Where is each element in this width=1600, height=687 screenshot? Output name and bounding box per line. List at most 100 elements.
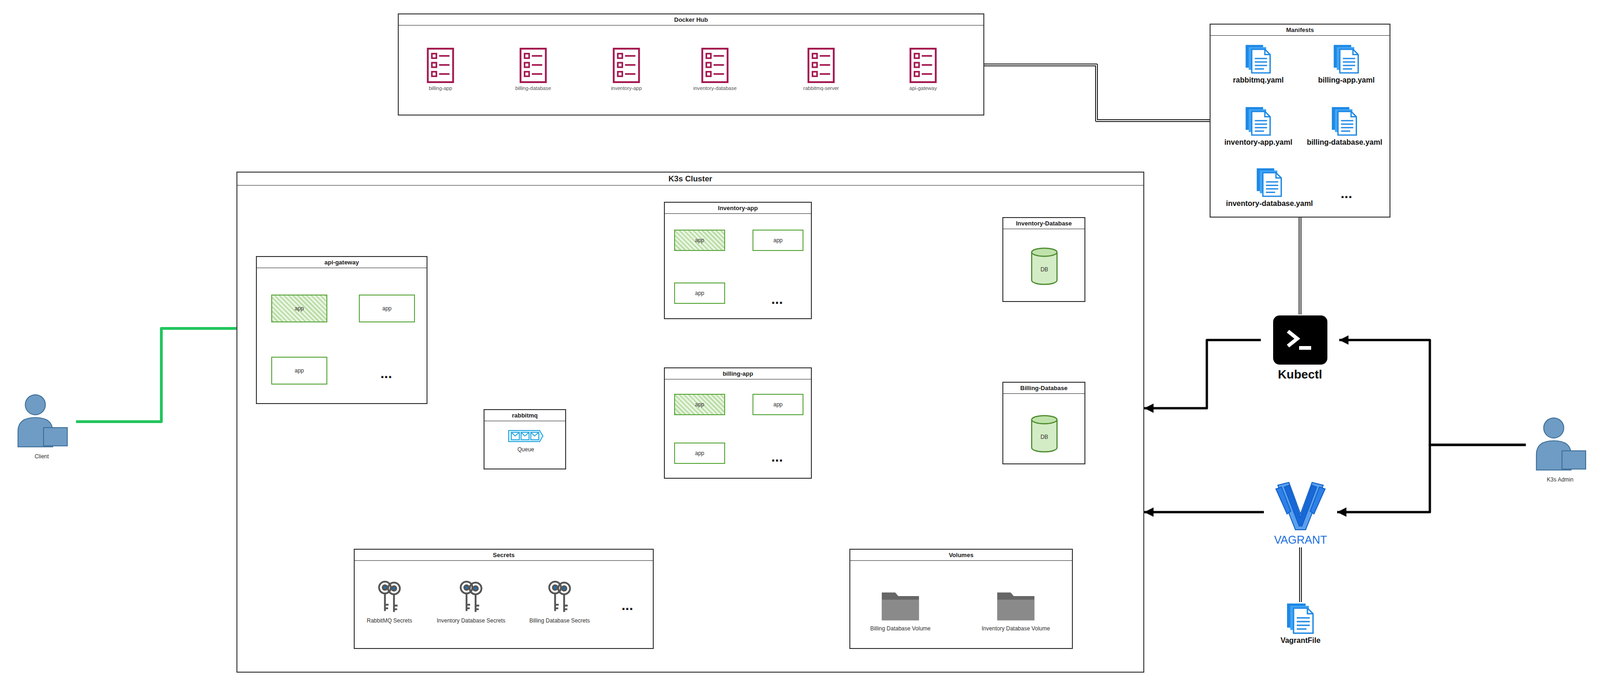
- kubectl-icon: [1261, 314, 1340, 366]
- item-label: billing-database: [496, 47, 570, 91]
- key-icon: [357, 579, 422, 616]
- item-label: api-gateway: [886, 47, 960, 91]
- file-icon: [1302, 43, 1390, 75]
- item-label: Inventory Database Volume: [967, 586, 1065, 632]
- pod-label: app: [694, 289, 705, 297]
- connector-line: [1299, 547, 1302, 602]
- connector-line: [1144, 510, 1264, 514]
- app-pod: app: [271, 294, 328, 323]
- app-pod: app: [674, 229, 726, 251]
- doc-item: inventory-app: [589, 47, 663, 100]
- connector-line: [76, 328, 256, 422]
- item-label: K3s Admin: [1525, 414, 1595, 483]
- ellipsis-mark: ...: [771, 448, 783, 465]
- folder-item: Inventory Database Volume: [967, 586, 1065, 641]
- pod-label: app: [773, 401, 783, 408]
- app-pod: app: [674, 442, 726, 464]
- flow-arrow: [1339, 339, 1527, 445]
- item-label: inventory-app.yaml: [1214, 105, 1302, 147]
- pod-label: app: [694, 401, 705, 408]
- doc-icon: [678, 47, 752, 84]
- item-label: Client: [7, 391, 77, 460]
- group-panel: VolumesBilling Database VolumeInventory …: [849, 548, 1073, 649]
- group-panel: api-gateway app app app...: [255, 255, 428, 404]
- key-item: Inventory Database Secrets: [425, 579, 517, 633]
- panel-title: billing-app: [664, 368, 811, 380]
- db-label: DB: [1040, 427, 1049, 440]
- doc-item: billing-app: [403, 47, 478, 100]
- item-label: billing-database.yaml: [1300, 105, 1389, 147]
- pod-label: app: [773, 236, 783, 244]
- connector-inner: [1299, 217, 1301, 315]
- doc-icon: [886, 47, 960, 84]
- vagrant-item: VAGRANT: [1263, 481, 1338, 548]
- doc-item: api-gateway: [886, 47, 960, 100]
- database-cylinder: DB: [1030, 246, 1059, 286]
- item-label: billing-app.yaml: [1302, 43, 1390, 85]
- vagrant-icon: [1263, 481, 1338, 532]
- file-item: inventory-app.yaml: [1214, 105, 1302, 153]
- group-panel: Inventory-app app app app...: [663, 201, 812, 319]
- item-label: inventory-database.yaml: [1221, 166, 1318, 208]
- item-label: billing-app: [403, 47, 478, 91]
- pod-label: app: [382, 305, 392, 312]
- group-panel: Inventory-DatabaseDB: [1002, 216, 1086, 302]
- panel-title: Manifests: [1210, 24, 1390, 36]
- flow-arrow: [1337, 444, 1526, 512]
- connector-inner: [1300, 547, 1301, 602]
- group-panel: billing-app app app app...: [663, 367, 812, 479]
- double-link: [1300, 217, 1301, 315]
- key-item: Billing Database Secrets: [516, 579, 604, 633]
- doc-item: rabbitmq-server: [784, 47, 858, 100]
- panel-title: K3s Cluster: [237, 172, 1144, 186]
- kubectl-item: Kubectl: [1261, 314, 1340, 384]
- panel-title: api-gateway: [256, 256, 427, 268]
- person-icon: [1525, 414, 1595, 475]
- item-label: rabbitmq-server: [784, 47, 858, 91]
- person-item: K3s Admin: [1525, 414, 1595, 487]
- file-item: billing-app.yaml: [1302, 43, 1390, 90]
- file-item: VagrantFile: [1270, 601, 1331, 649]
- item-label: Queue: [498, 427, 554, 453]
- folder-item: Billing Database Volume: [852, 586, 949, 641]
- ellipsis-mark: ...: [380, 365, 392, 382]
- app-pod: app: [674, 393, 726, 415]
- connector-line: [1337, 444, 1526, 512]
- item-label: inventory-database: [678, 47, 752, 91]
- double-link: [1300, 547, 1301, 602]
- item-label: RabbitMQ Secrets: [357, 579, 422, 624]
- flow-arrow: [1144, 511, 1264, 513]
- ellipsis-text: ...: [771, 448, 783, 465]
- queue-icon: [498, 427, 554, 445]
- item-label: inventory-app: [589, 47, 663, 91]
- panel-title: Inventory-Database: [1003, 217, 1085, 230]
- panel-title: Docker Hub: [398, 14, 984, 26]
- pod-label: app: [694, 449, 705, 457]
- database-cylinder: DB: [1030, 414, 1059, 453]
- group-panel: SecretsRabbitMQ SecretsInventory Databas…: [353, 548, 654, 649]
- key-icon: [516, 579, 604, 616]
- app-pod: app: [752, 229, 804, 251]
- doc-item: billing-database: [496, 47, 570, 100]
- item-label: Billing Database Secrets: [516, 579, 604, 624]
- folder-icon: [852, 586, 949, 624]
- doc-icon: [403, 47, 478, 84]
- pod-label: app: [294, 305, 304, 312]
- connector-line: [1144, 339, 1262, 408]
- ellipsis-text: ...: [380, 365, 392, 381]
- doc-icon: [496, 47, 570, 84]
- connector-inner: [984, 64, 1210, 121]
- folder-icon: [967, 586, 1065, 624]
- doc-icon: [784, 47, 858, 84]
- app-pod: app: [271, 356, 328, 385]
- group-panel: rabbitmqQueue: [483, 408, 567, 470]
- ellipsis-text: ...: [1340, 185, 1352, 201]
- file-icon: [1221, 166, 1318, 198]
- file-icon: [1270, 601, 1331, 635]
- panel-title: Inventory-app: [664, 202, 811, 214]
- item-label: VagrantFile: [1270, 601, 1331, 645]
- key-icon: [425, 579, 517, 616]
- group-panel: Docker Hub billing-app billing-database inv…: [397, 13, 985, 116]
- ellipsis-text: ...: [621, 597, 633, 613]
- ellipsis-mark: ...: [771, 291, 783, 307]
